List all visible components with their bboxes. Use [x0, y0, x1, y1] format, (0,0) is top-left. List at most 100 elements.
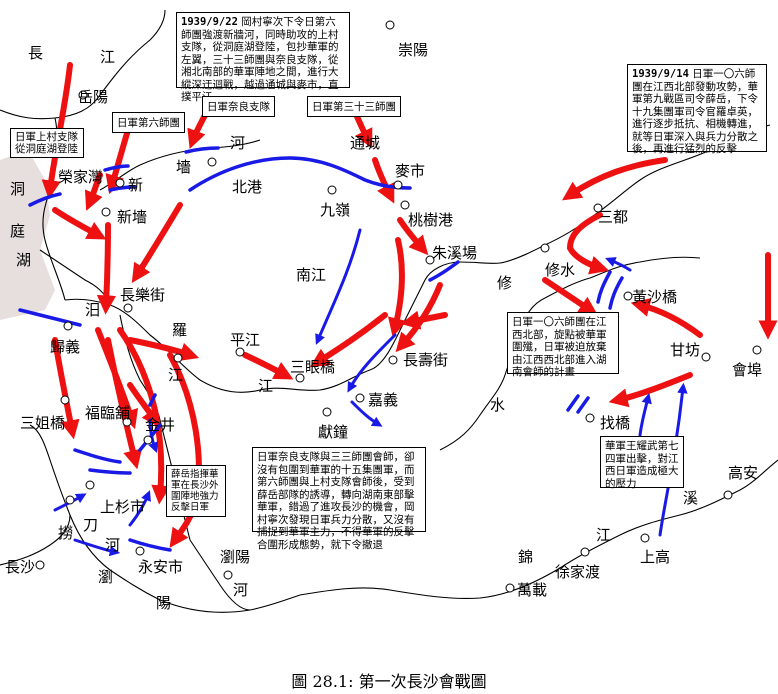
label-tongcheng: 通城: [350, 134, 380, 152]
note-xue-yue: 薛岳指揮華軍在長沙外圍陣地強力反擊日軍: [166, 465, 226, 517]
label-sanjieqiao: 三姐橋: [20, 414, 65, 432]
svg-text:湖: 湖: [16, 251, 31, 269]
note-1939-09-22: 1939/9/22 岡村寧次下令日第六師團強渡新牆河，同時助攻的上村支隊，從洞庭…: [176, 12, 350, 103]
red-arrow-pingjiang: [242, 352, 294, 380]
note-106th-division: 日軍一〇六師團在江西北部，旋點被華軍圍殲，日軍被迫放棄由江西西北部進入湖南會師的…: [507, 312, 619, 378]
place-labels: 岳陽 榮家灣 新墻 北港 九嶺 通城 麥市 崇陽 桃樹港 朱溪場 南江 長樂街 …: [5, 41, 762, 599]
svg-text:陽: 陽: [156, 594, 171, 612]
svg-text:墻: 墻: [176, 158, 191, 176]
label-fulinpu: 福臨舖: [85, 404, 130, 422]
tag-nara-detachment: 日軍奈良支隊: [202, 96, 275, 117]
label-rongjiawan: 榮家灣: [58, 168, 103, 186]
label-zhaoqiao: 找橋: [600, 414, 630, 432]
label-changsha: 長沙: [5, 558, 35, 576]
red-arrow-taoshugang: [397, 217, 429, 256]
svg-text:撈: 撈: [58, 524, 73, 542]
svg-text:河: 河: [230, 134, 245, 152]
red-arrow-huifu: [630, 298, 703, 338]
red-arrow-to-sanyanqiao-1: [309, 312, 388, 368]
red-arrow-nara-detachment: [187, 112, 208, 149]
red-arrow-guiyi-south: [52, 337, 80, 440]
label-yongan: 永安市: [138, 558, 183, 576]
red-arrow-rongjiawan: [105, 127, 131, 195]
red-arrow-zhaoqiao: [608, 372, 693, 408]
label-wanzai: 萬載: [517, 581, 547, 599]
label-pingjiang: 平江: [230, 331, 260, 349]
svg-text:江: 江: [596, 526, 611, 544]
label-chongyang: 崇陽: [398, 41, 428, 59]
red-arrow-jinjing: [127, 382, 161, 428]
svg-text:汨: 汨: [85, 301, 100, 319]
tag-shangcun-detachment: 日軍上村支隊從洞庭湖登陸: [10, 128, 84, 158]
red-arrow-shangshan: [117, 327, 171, 505]
place-markers: [35, 20, 762, 593]
label-jiuling: 九嶺: [320, 201, 350, 219]
label-gaoan: 高安: [728, 464, 758, 482]
red-arrow-return: [400, 310, 448, 330]
label-changshoujie: 長壽街: [403, 351, 448, 369]
red-arrow-xiushui-2: [542, 277, 598, 316]
label-sandu: 三都: [598, 208, 628, 226]
label-sanyanqiao: 三眼橋: [290, 358, 335, 376]
red-arrow-xiushui-1: [566, 212, 610, 275]
label-jiayi: 嘉義: [368, 391, 398, 409]
svg-text:庭: 庭: [10, 222, 25, 240]
svg-text:江: 江: [258, 377, 273, 395]
red-arrow-6th-division: [84, 172, 103, 211]
figure-caption: 圖 28.1: 第一次長沙會戰圖: [291, 672, 487, 691]
svg-text:新: 新: [128, 176, 143, 194]
red-arrow-xinqiang-1: [52, 207, 107, 240]
red-arrow-luojiang: [127, 337, 200, 362]
label-changlejie: 長樂街: [120, 286, 165, 304]
tag-33rd-division: 日軍第三十三師團: [307, 96, 401, 117]
tag-6th-division: 日軍第六師團: [112, 112, 185, 133]
label-ganfang: 甘坊: [670, 341, 700, 359]
note-1939-09-14: 1939/9/14 日軍一〇六師團在江西北部發動攻勢，華軍第九戰區司令薛岳，下令…: [627, 64, 767, 155]
svg-text:河: 河: [233, 581, 248, 599]
svg-text:水: 水: [490, 396, 505, 414]
label-tuxidu: 徐家渡: [555, 563, 600, 581]
label-nanjiang: 南江: [296, 266, 326, 284]
label-zhuxichang: 朱溪場: [432, 244, 477, 262]
note-74th-army: 華軍王耀武第七四軍出擊，對江西日軍造成極大的壓力: [600, 436, 684, 490]
label-xianzhong: 獻鐘: [318, 423, 348, 441]
label-xinqiang: 新墻: [117, 208, 147, 226]
label-yueyang: 岳陽: [78, 88, 108, 106]
svg-text:瀏: 瀏: [98, 568, 113, 586]
label-xiushui: 修水: [545, 261, 575, 279]
rivers: [0, 9, 778, 613]
label-huifu: 會埠: [732, 361, 762, 379]
chinese-positions: [18, 146, 624, 552]
red-arrow-jiangxi-1: [562, 157, 668, 201]
svg-text:修: 修: [497, 274, 512, 292]
svg-text:羅: 羅: [172, 321, 187, 339]
label-huangshajie: 黃沙橋: [632, 288, 677, 306]
red-arrow-zhuxichang-south: [388, 237, 407, 338]
red-arrow-fulinpu: [105, 337, 142, 470]
label-liuyang: 瀏陽: [220, 548, 250, 566]
label-guiyi: 歸義: [50, 338, 80, 356]
red-arrow-changshoujie: [395, 282, 443, 353]
svg-text:溪: 溪: [683, 489, 698, 507]
red-arrow-maishi: [372, 157, 395, 204]
svg-text:洞: 洞: [10, 180, 25, 198]
label-maishi: 麥市: [395, 162, 425, 180]
label-jinjing: 金井: [145, 416, 175, 434]
label-taoshugang: 桃樹港: [408, 211, 453, 229]
svg-text:長: 長: [28, 44, 43, 62]
blue-defense-line-xinqiang: [188, 156, 412, 192]
svg-text:江: 江: [168, 366, 183, 384]
red-arrow-guiyi-road: [95, 327, 139, 430]
svg-text:刀: 刀: [83, 516, 98, 534]
svg-text:江: 江: [100, 48, 115, 66]
note-nara-33rd-meet: 日軍奈良支隊與三三師團會師，卻沒有包圍到華軍的十五集團軍，而第六師團與上村支隊會…: [252, 447, 426, 551]
japanese-advance-arrows: [41, 62, 778, 548]
red-arrow-xinqiang-south: [96, 222, 117, 315]
river-labels: 長 江 洞 庭 湖 新 墻 河 汨 羅 江 江 撈 刀 河 瀏 陽 河 修 水 …: [10, 44, 698, 612]
svg-text:錦: 錦: [518, 548, 533, 566]
svg-text:河: 河: [105, 536, 120, 554]
label-shanggao: 上高: [640, 548, 670, 566]
red-arrow-changlejie: [131, 202, 183, 284]
dongting-lake: [0, 150, 55, 320]
